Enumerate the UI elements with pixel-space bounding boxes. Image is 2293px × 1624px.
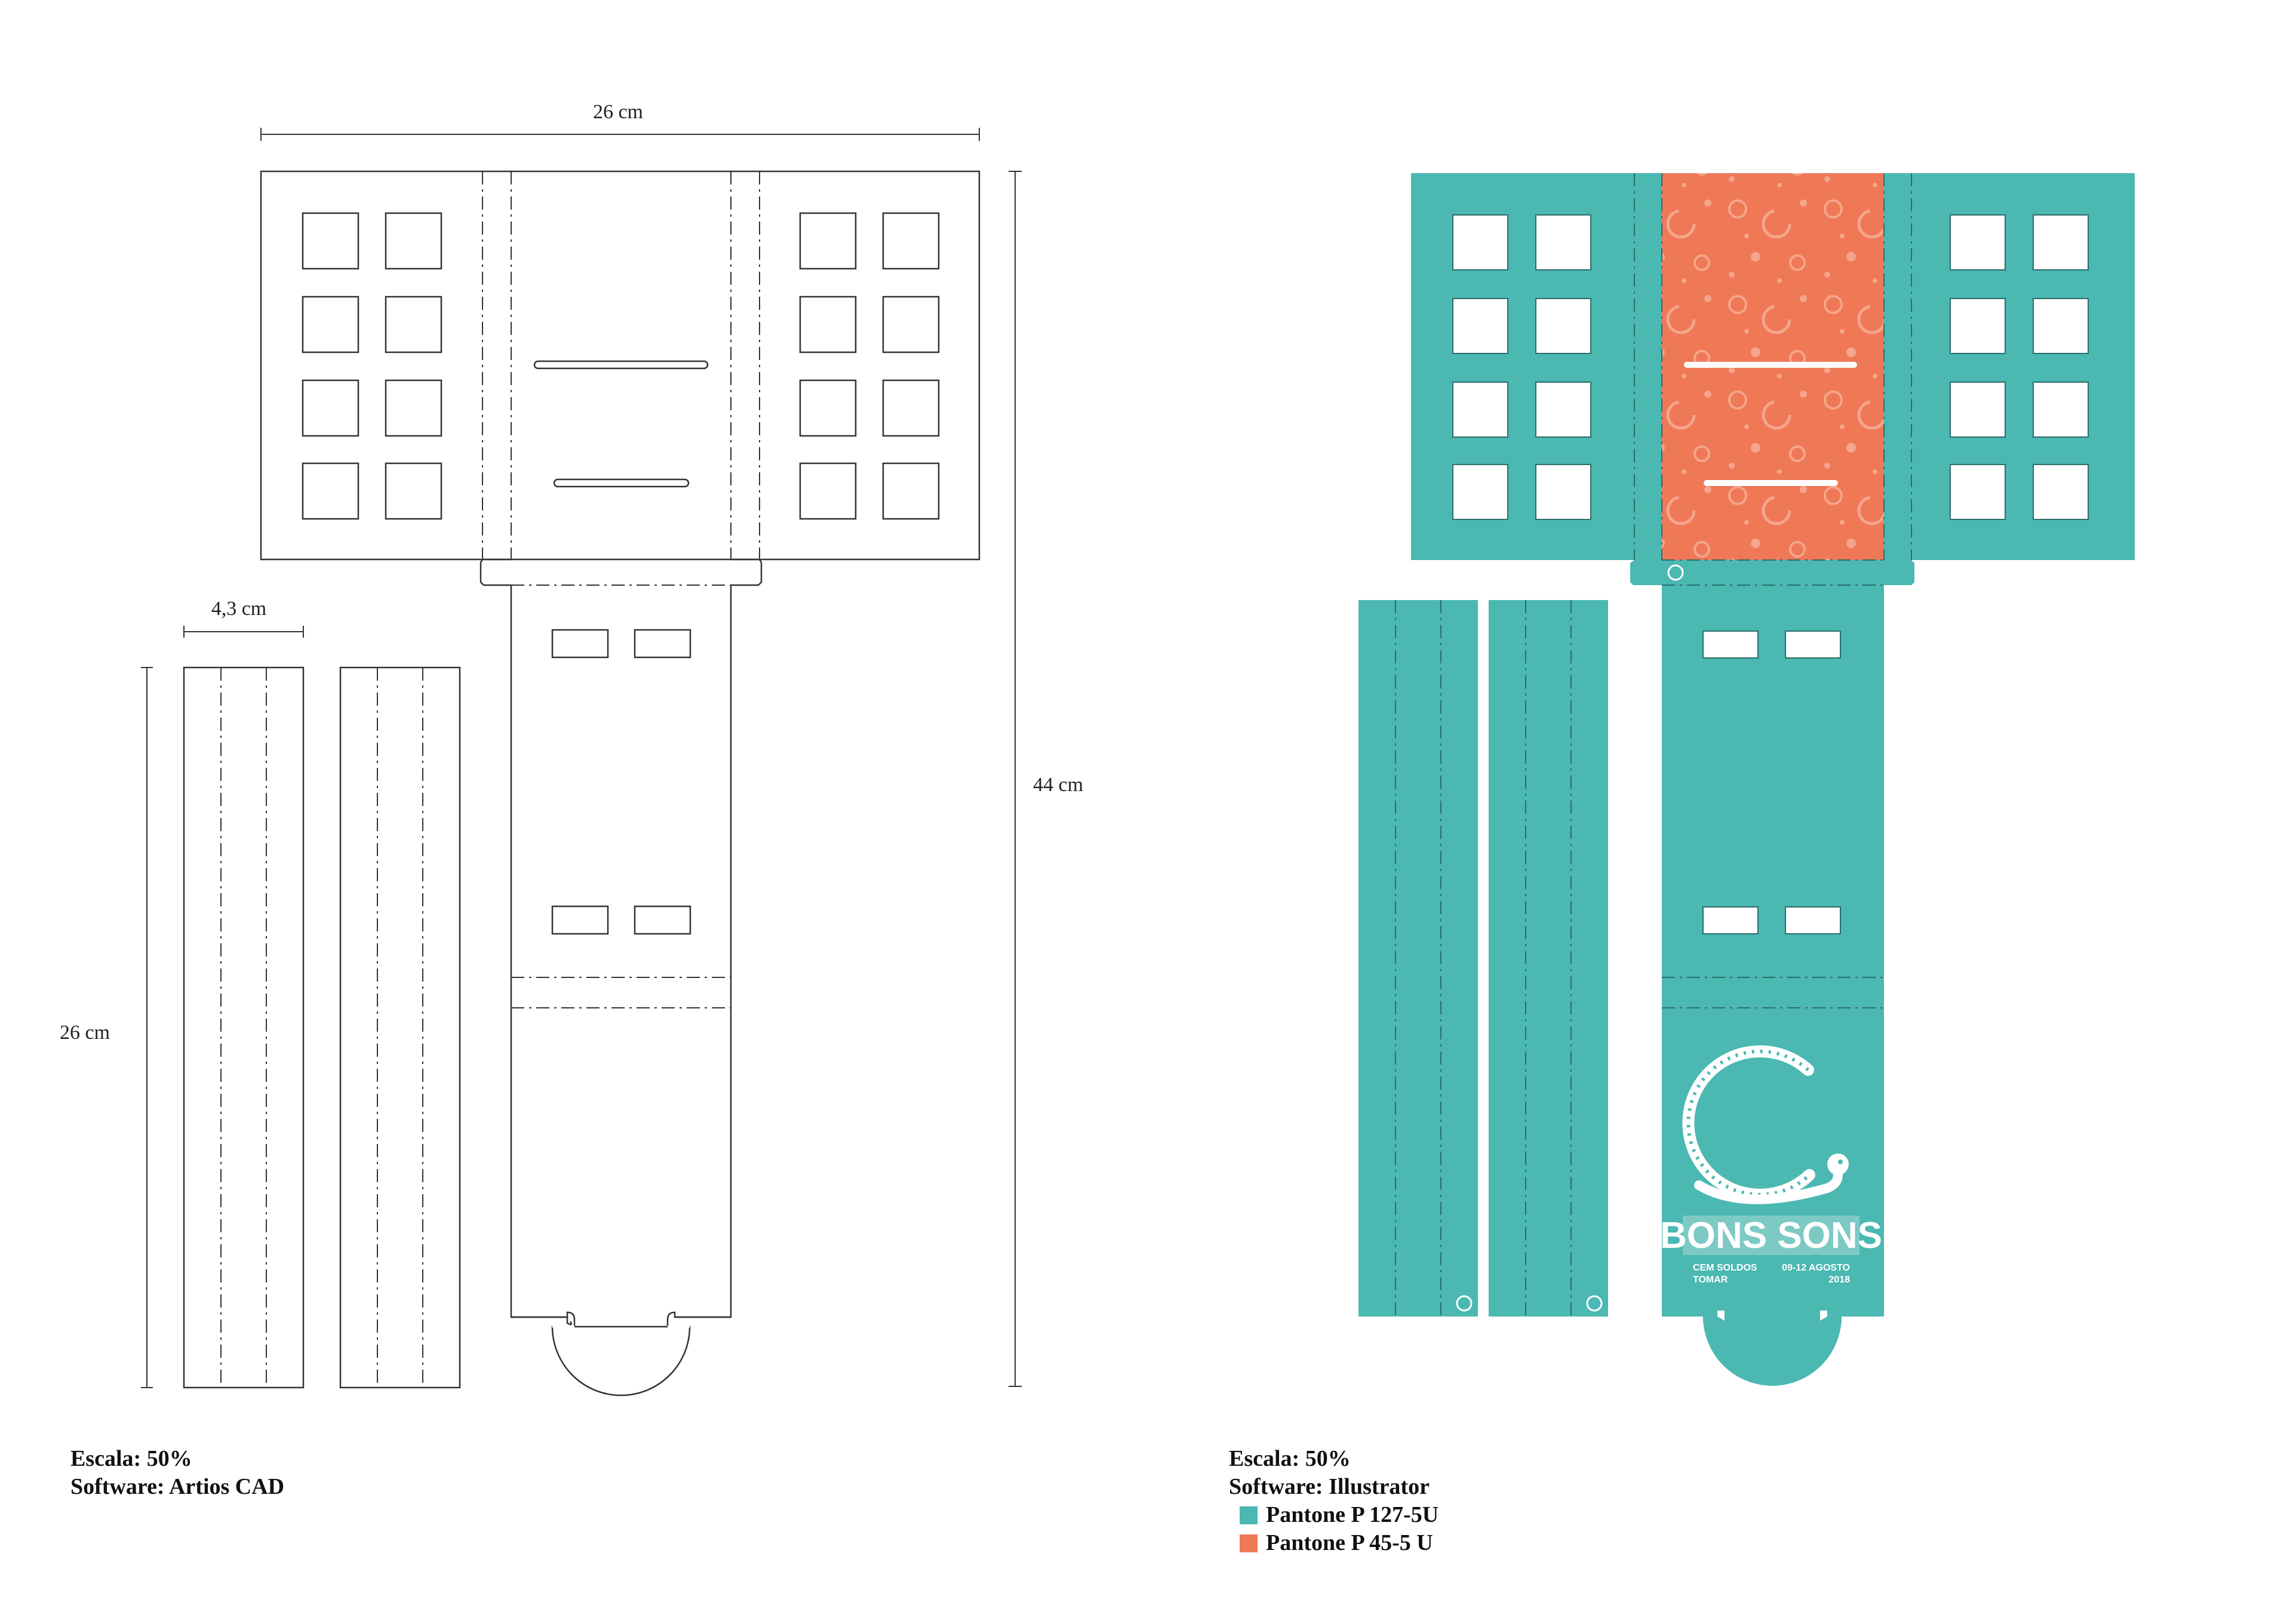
strip-height-label: 26 cm [60,1022,110,1044]
logo-band [1683,1216,1859,1255]
recycle-icon-strip-1 [1456,1295,1473,1312]
artwork-flap-right [1884,173,2135,560]
artwork-body-cutouts [1702,630,1841,934]
right-caption-software: Software: Illustrator [1229,1474,1430,1499]
artwork-side-strip-1 [1358,600,1478,1317]
side-strip-2 [339,666,461,1389]
event-dates: 09-12 AGOSTO [1782,1263,1850,1273]
body-cutouts [551,629,691,935]
artwork-windows-left [1452,214,1591,520]
strip-width-dimension: 4,3 cm [183,598,304,638]
window-cutouts-right [799,212,940,520]
slot-upper [533,360,709,370]
artwork-neck-tabs [1630,560,1914,585]
artwork-side-strip-2 [1489,600,1608,1317]
legend-label-teal: Pantone P 127-5U [1266,1502,1439,1527]
left-caption-software: Software: Artios CAD [70,1474,285,1499]
artwork-half-circle-tab [1703,1317,1842,1386]
width-dimension-label: 26 cm [593,101,643,123]
artwork-windows-right [1950,214,2089,520]
legend-label-coral: Pantone P 45-5 U [1266,1530,1433,1555]
half-circle-tab [551,1325,691,1397]
recycle-icon-neck [1667,564,1684,581]
coral-swatch [1240,1534,1258,1552]
artwork-slot-upper [1684,362,1857,368]
body-strip-outline [510,585,732,1325]
right-caption: Escala: 50% Software: Illustrator Panton… [1229,1445,1438,1557]
artwork-slot-lower [1704,480,1838,486]
side-strip-1 [183,666,305,1389]
height-dimension: 44 cm [1009,171,1083,1387]
venue-line-2: TOMAR [1693,1275,1728,1285]
height-dimension-label: 44 cm [1033,774,1083,796]
slot-lower [553,478,690,488]
neck-tabs [479,558,763,586]
bons-sons-logo [1682,1045,1849,1204]
teal-swatch [1240,1506,1258,1524]
window-cutouts-left [302,212,442,520]
left-caption-scale: Escala: 50% [70,1446,192,1471]
event-year: 2018 [1828,1275,1850,1285]
venue-line-1: CEM SOLDOS [1693,1263,1757,1273]
right-caption-scale: Escala: 50% [1229,1446,1351,1471]
fold-lines-top [482,171,760,586]
left-caption: Escala: 50% Software: Artios CAD [70,1445,284,1501]
brand-wordmark: BONS SONS [1660,1215,1882,1256]
legend-item-coral: Pantone P 45-5 U [1229,1529,1438,1557]
colored-artwork: BONS SONS CEM SOLDOS TOMAR 09-12 AGOSTO … [1358,173,2135,1386]
top-panel-outline [260,170,980,561]
strip-width-label: 4,3 cm [211,598,267,620]
artwork-body-strip [1662,585,1884,1317]
technical-dieline: 26 cm 44 cm [60,101,1083,1397]
recycle-icon-strip-2 [1586,1295,1603,1312]
fold-lines-body [511,977,731,1008]
strip-height-dimension: 26 cm [60,667,153,1388]
legend-item-teal: Pantone P 127-5U [1229,1501,1438,1529]
width-dimension: 26 cm [260,101,980,141]
